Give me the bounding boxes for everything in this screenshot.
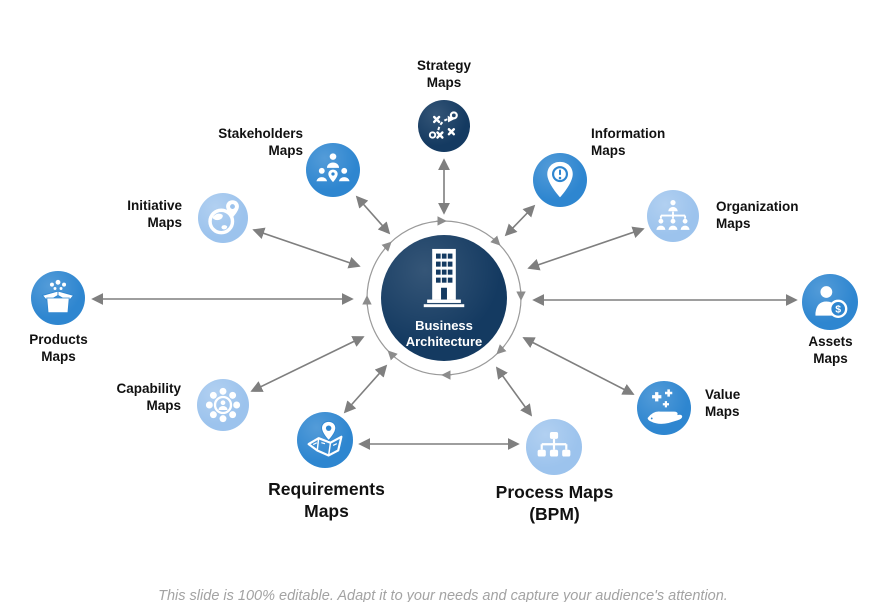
node-initiative-maps [198, 193, 248, 243]
label-process-maps: Process Maps (BPM) [495, 482, 614, 524]
hub-business-architecture: Business Architecture [381, 235, 507, 361]
editable-note: This slide is 100% editable. Adapt it to… [158, 588, 728, 602]
arrow-value [522, 337, 635, 395]
arrow-stakeholders [355, 195, 391, 235]
people-pin-icon [316, 153, 350, 183]
arrow-capability [250, 336, 365, 392]
label-assets-maps: Assets Maps [808, 334, 853, 366]
node-assets-maps: $ [802, 274, 858, 330]
hub-label: Business Architecture [405, 318, 483, 349]
node-products-maps [31, 271, 85, 325]
label-strategy-maps: Strategy Maps [416, 58, 472, 90]
label-requirements-maps: Requirements Maps [268, 479, 385, 521]
hand-plus-icon [647, 389, 683, 424]
label-stakeholders-maps: Stakeholders Maps [218, 126, 303, 158]
label-capability-maps: Capability Maps [116, 381, 181, 413]
org-chart-people-icon [656, 200, 690, 230]
building-icon [423, 248, 465, 308]
arrow-process [495, 366, 533, 417]
label-value-maps: Value Maps [705, 387, 741, 419]
node-stakeholders-maps [306, 143, 360, 197]
node-organization-maps [647, 190, 699, 242]
node-information-maps [533, 153, 587, 207]
globe-pin-icon [208, 200, 239, 235]
cycle-ring [362, 216, 526, 380]
strategy-play-icon [428, 111, 458, 139]
arrow-organization [527, 226, 645, 271]
label-products-maps: Products Maps [29, 332, 88, 364]
arrow-information [504, 204, 536, 237]
arrow-initiative [252, 227, 361, 269]
hierarchy-icon [537, 432, 571, 457]
label-information-maps: Information Maps [591, 126, 666, 158]
node-capability-maps [197, 379, 249, 431]
dollar-glyph: $ [835, 305, 841, 316]
info-pin-icon [547, 161, 573, 198]
node-process-maps [526, 419, 582, 475]
map-pin-icon [307, 420, 343, 457]
person-dollar-icon: $ [815, 286, 848, 319]
label-organization-maps: Organization Maps [716, 199, 799, 231]
node-requirements-maps [297, 412, 353, 468]
person-network-icon [205, 387, 241, 423]
label-initiative-maps: Initiative Maps [127, 198, 182, 230]
node-value-maps [637, 381, 691, 435]
open-box-icon [41, 279, 75, 314]
node-strategy-maps [418, 100, 470, 152]
arrow-requirements [343, 364, 388, 414]
